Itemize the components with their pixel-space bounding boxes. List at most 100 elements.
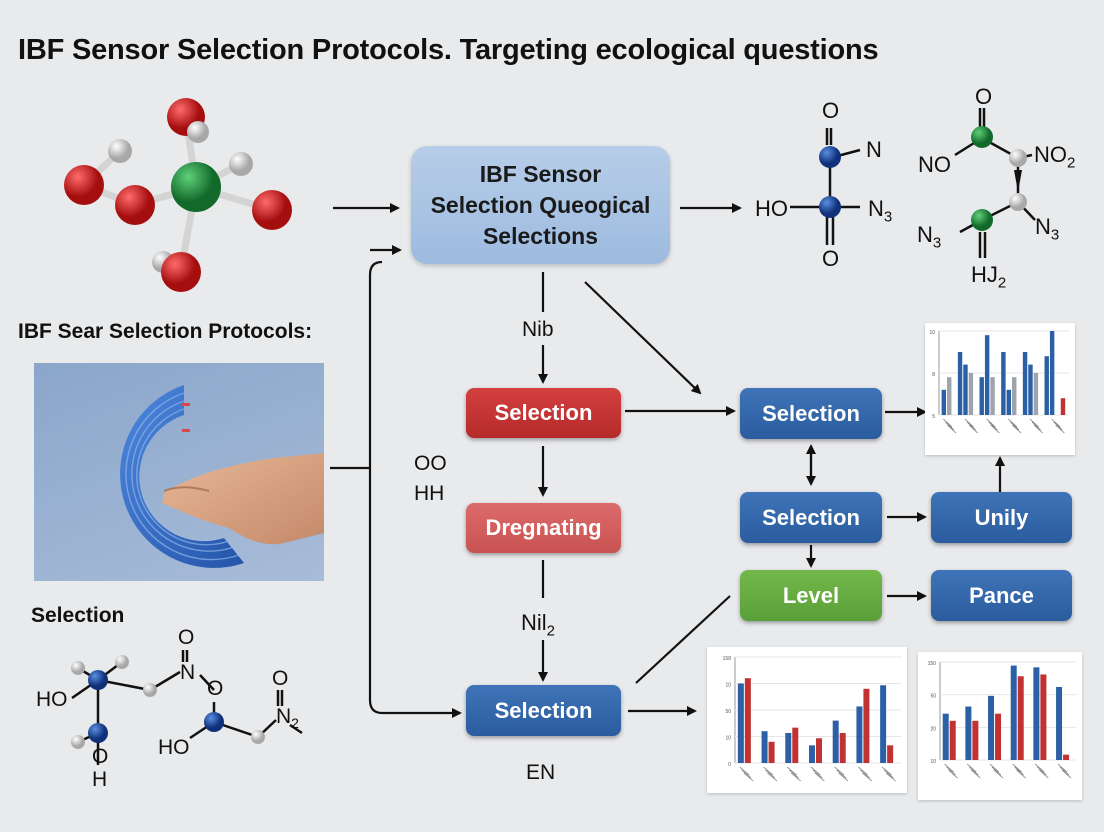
bar — [1017, 676, 1024, 760]
y-tick-label: 150 — [928, 661, 937, 667]
label-nib: Nib — [522, 318, 554, 341]
bar — [990, 377, 995, 415]
m3-h: H — [92, 768, 108, 791]
x-tick-label — [1010, 421, 1020, 431]
box-unily[interactable]: Unily — [931, 492, 1072, 543]
x-tick-label — [1055, 424, 1065, 434]
bar — [1060, 398, 1066, 415]
x-tick-label — [1012, 763, 1022, 773]
bar — [949, 720, 956, 760]
x-tick-label — [990, 424, 1000, 434]
x-tick-label — [858, 766, 869, 776]
bar — [942, 713, 949, 760]
x-tick-label — [786, 766, 797, 776]
bar — [1056, 686, 1063, 760]
x-tick-label — [810, 766, 821, 776]
bar — [792, 727, 799, 763]
bar — [1063, 754, 1070, 760]
box-selection-right-2[interactable]: Selection — [740, 492, 882, 543]
x-tick-label — [1053, 421, 1063, 431]
bar — [887, 745, 894, 763]
bar — [1033, 667, 1040, 760]
x-tick-label — [1034, 763, 1045, 773]
box-selection-bottom[interactable]: Selection — [466, 685, 621, 736]
m1-ho: HO — [755, 196, 788, 221]
bar — [965, 706, 972, 760]
m2-no2: NO2 — [1034, 142, 1076, 172]
x-tick-label — [1016, 769, 1026, 779]
x-tick-label — [947, 424, 957, 434]
y-tick-label: 50 — [725, 709, 731, 715]
x-tick-label — [986, 418, 996, 428]
bar — [832, 720, 839, 763]
molecule-diagram-3 — [71, 650, 303, 765]
x-tick-label — [993, 769, 1004, 779]
hand-photo — [34, 363, 324, 581]
box-selection-red[interactable]: Selection — [466, 388, 621, 438]
bar — [957, 352, 963, 415]
x-tick-label — [968, 424, 978, 434]
x-tick-label — [812, 769, 823, 779]
m1-n: N — [866, 137, 882, 162]
m3-n-1: N — [180, 661, 196, 684]
box-level[interactable]: Level — [740, 570, 882, 621]
bar — [1006, 389, 1012, 415]
bar — [1012, 377, 1017, 415]
selection-label: Selection — [31, 604, 125, 627]
bar — [839, 732, 846, 763]
y-tick-label: 50 — [930, 694, 936, 700]
x-tick-label — [1061, 769, 1072, 779]
m1-o-top: O — [822, 98, 840, 123]
bar — [1001, 352, 1006, 415]
m3-o-3: O — [272, 667, 289, 690]
box-selection-right-1[interactable]: Selection — [740, 388, 882, 439]
m3-o-4: O — [92, 745, 109, 768]
bar — [988, 695, 995, 760]
box-pance[interactable]: Pance — [931, 570, 1072, 621]
bar — [785, 732, 792, 763]
x-tick-label — [989, 763, 1000, 773]
bar — [815, 738, 822, 763]
x-tick-label — [1012, 424, 1022, 434]
label-nil2: Nil2 — [521, 610, 556, 640]
x-tick-label — [883, 769, 894, 779]
bar — [761, 731, 768, 763]
bar — [1033, 373, 1039, 415]
y-tick-label: 8 — [932, 372, 935, 378]
label-hh: HH — [414, 482, 445, 505]
x-tick-label — [970, 769, 981, 779]
y-tick-label: 10 — [725, 683, 731, 689]
x-tick-label — [948, 769, 958, 779]
bar — [941, 389, 947, 415]
bar — [972, 720, 979, 760]
m3-ho-2: HO — [158, 736, 190, 759]
bar — [768, 741, 775, 763]
bar — [947, 377, 952, 415]
y-tick-label: 0 — [728, 762, 731, 768]
x-tick-label — [1031, 421, 1041, 431]
bar — [1040, 674, 1047, 760]
y-tick-label: 10 — [929, 330, 935, 336]
x-tick-label — [966, 763, 977, 773]
x-tick-label — [944, 763, 954, 773]
m3-o-1: O — [178, 626, 195, 649]
m2-hj2: HJ2 — [971, 262, 1007, 292]
central-line-3: Selections — [482, 222, 599, 249]
box-dregnating[interactable]: Dregnating — [466, 503, 621, 553]
x-tick-label — [968, 766, 979, 776]
y-tick-label: 10 — [930, 759, 936, 765]
y-tick-label: 158 — [723, 656, 732, 662]
x-tick-label — [1008, 418, 1018, 428]
bar — [744, 678, 751, 763]
x-tick-label — [966, 421, 976, 431]
bar — [979, 377, 984, 415]
m1-o-bot: O — [822, 246, 840, 271]
m1-n3: N3 — [868, 196, 893, 226]
central-box[interactable]: IBF Sensor Selection Queogical Selection… — [411, 146, 670, 264]
